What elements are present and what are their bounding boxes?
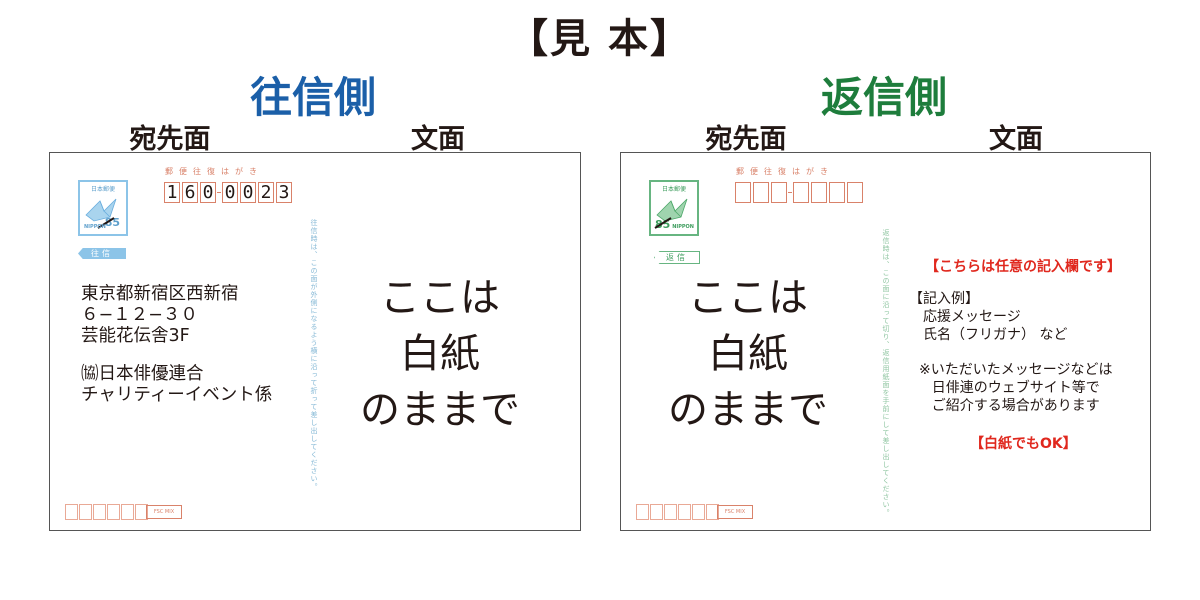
stamp-label: 日本郵便 (661, 186, 686, 193)
blank-line: ここは (380, 275, 500, 321)
zip-box (793, 182, 809, 203)
zip-code-empty (735, 182, 865, 203)
outgoing-text-label: 文面 (411, 124, 465, 155)
example-line: 応援メッセージ (909, 309, 1021, 325)
fsc-mark: FSC MIX (717, 505, 753, 519)
notice-line: ※いただいたメッセージなどは (919, 362, 1113, 378)
reply-text-label: 文面 (989, 124, 1043, 155)
zip-box (753, 182, 769, 203)
blank-line: 白紙 (400, 331, 480, 377)
reply-tag: 返信 (654, 251, 700, 264)
folding-instruction: 返信時は、この面に沿って切り、返信用紙面を手前にして差し出してください。 (882, 229, 890, 517)
zip-box (735, 182, 751, 203)
fsc-mark: FSC MIX (146, 505, 182, 519)
postage-stamp: 日本郵便 85 NIPPON (649, 180, 699, 236)
postage-stamp: 日本郵便 85 NIPPON (78, 180, 128, 236)
stamp-label: 日本郵便 (90, 186, 115, 193)
cancel-mark-icon (97, 217, 115, 229)
blank-line: 白紙 (708, 331, 788, 377)
address-line: ６−１２−３０ (81, 305, 198, 325)
reply-side-heading: 返信側 (820, 73, 947, 122)
cancel-mark-icon (654, 217, 672, 229)
zip-digit: 0 (240, 182, 256, 203)
page-title: 【見 本】 (508, 16, 692, 62)
recipient-line: チャリティーイベント係 (81, 385, 273, 405)
blank-line: ここは (688, 275, 808, 321)
zip-code: 1 6 0 0 0 2 3 (164, 182, 294, 203)
stamp-country: NIPPON (672, 224, 694, 230)
outgoing-postcard: 郵便往復はがき 1 6 0 0 0 2 3 日本郵便 85 NIPPON 往信 … (49, 152, 581, 531)
zip-digit: 0 (200, 182, 216, 203)
zip-digit: 6 (182, 182, 198, 203)
postcard-header: 郵便往復はがき (165, 167, 263, 176)
blank-line: のままで (360, 387, 520, 433)
postcard-header: 郵便往復はがき (736, 167, 834, 176)
zip-digit: 2 (258, 182, 274, 203)
reply-address-label: 宛先面 (705, 124, 787, 155)
address-line: 東京都新宿区西新宿 (81, 284, 239, 304)
example-line: 【記入例】 (909, 291, 979, 307)
outgoing-address-label: 宛先面 (129, 124, 211, 155)
outgoing-tag: 往信 (78, 248, 126, 259)
zip-box (829, 182, 845, 203)
outgoing-side-heading: 往信側 (249, 73, 376, 122)
stamp-country: NIPPON (84, 224, 106, 230)
zip-separator (217, 191, 221, 194)
recipient-address: 東京都新宿区西新宿 ６−１２−３０ 芸能花伝舎3F ㈿日本俳優連合 チャリティー… (81, 284, 272, 406)
folding-instruction: 往信時は、この面が外側になるよう横に沿って折って差し出してください。 (310, 219, 318, 491)
zip-digit: 1 (164, 182, 180, 203)
optional-field-heading: 【こちらは任意の記入欄です】 (925, 259, 1121, 275)
blank-instruction: ここは 白紙 のままで (320, 270, 560, 438)
entry-example: 【記入例】 応援メッセージ 氏名（フリガナ） など (909, 290, 1067, 344)
notice-line: 日俳連のウェブサイト等で (931, 380, 1100, 396)
address-line: 芸能花伝舎3F (81, 326, 190, 346)
zip-box (811, 182, 827, 203)
zip-separator (788, 191, 792, 194)
usage-notice: ※いただいたメッセージなどは 日俳連のウェブサイト等で ご紹介する場合があります (919, 361, 1112, 415)
example-line: 氏名（フリガナ） など (909, 327, 1068, 343)
crane-icon (85, 198, 117, 222)
zip-digit: 0 (222, 182, 238, 203)
blank-ok-note: 【白紙でもOK】 (970, 436, 1077, 452)
stamp-value: 85 (104, 216, 120, 229)
blank-line: のままで (668, 387, 828, 433)
reply-postcard: 郵便往復はがき 日本郵便 85 NIPPON 返信 ここは 白紙 のままで 返信… (620, 152, 1151, 531)
sender-zip-boxes (636, 504, 720, 520)
sender-zip-boxes (65, 504, 149, 520)
recipient-line: ㈿日本俳優連合 (81, 364, 204, 384)
notice-line: ご紹介する場合があります (931, 398, 1100, 414)
blank-instruction: ここは 白紙 のままで (628, 270, 868, 438)
zip-box (771, 182, 787, 203)
zip-digit: 3 (276, 182, 292, 203)
zip-box (847, 182, 863, 203)
